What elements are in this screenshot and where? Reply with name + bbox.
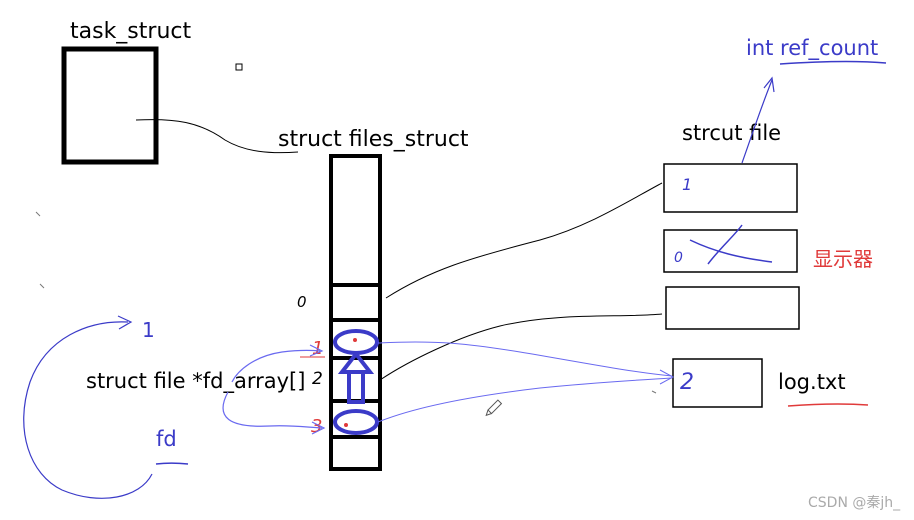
- fd0-to-file-line: [385, 182, 663, 299]
- files-struct-label: struct files_struct: [278, 127, 469, 152]
- fd-array-label: struct file *fd_array[]: [86, 369, 305, 394]
- ref-count-arrow: [741, 79, 773, 164]
- fd-loop-arrowhead: [117, 315, 133, 330]
- ref-count-value: 1: [682, 175, 692, 194]
- fd3-pointer-arrow: [222, 391, 323, 429]
- red-dot: [353, 338, 357, 342]
- display-label: 显示器: [813, 247, 873, 271]
- struct-file-label: strcut file: [682, 121, 781, 145]
- fd3-to-log-line: [377, 377, 673, 423]
- cell-index-0: 0: [297, 293, 307, 311]
- ref-count-arrowhead: [763, 76, 775, 93]
- fd3-pointer-arrowhead: [311, 421, 326, 435]
- fd-label: fd: [156, 427, 177, 451]
- fd-array-column: [329, 154, 382, 471]
- ref-count-value: 0: [674, 250, 683, 266]
- stray-mark: [35, 211, 41, 217]
- task-struct-label: task_struct: [70, 19, 191, 44]
- watermark: CSDN @秦jh_: [808, 495, 901, 511]
- fd2-to-file-line: [379, 313, 663, 381]
- struct-file-box-3: [665, 286, 800, 330]
- fd3-highlight-oval: [333, 409, 379, 435]
- cross-out-mark: [689, 224, 773, 265]
- small-square-marker: [235, 63, 243, 71]
- cell-index-3: 3: [311, 416, 322, 437]
- fd-index-label: 1: [142, 318, 155, 342]
- red-dot: [344, 423, 348, 427]
- log-txt-underline: [787, 403, 869, 407]
- fd1-pointer-arrow: [231, 349, 321, 383]
- log-txt-label: log.txt: [778, 370, 846, 394]
- pencil-icon: [485, 399, 503, 417]
- ref-count-underline: [779, 60, 887, 65]
- fd1-highlight-oval: [333, 329, 379, 355]
- stray-mark: [39, 283, 45, 289]
- fd-loop-curve: [23, 321, 153, 499]
- task-struct-box: [61, 46, 159, 165]
- cell-index-2: 2: [312, 369, 323, 389]
- struct-file-box-display: [663, 229, 798, 273]
- ref-count-value: 2: [680, 370, 694, 395]
- fd1-pointer-arrowhead: [309, 344, 324, 357]
- fd-array-outer: [329, 154, 382, 471]
- fd-underline: [155, 462, 189, 465]
- stray-mark: [651, 390, 657, 394]
- dup-up-arrow: [337, 350, 375, 404]
- ref-count-label: int ref_count: [746, 36, 878, 61]
- struct-file-box-1: [663, 163, 798, 213]
- log-arrowhead: [659, 369, 675, 385]
- struct-file-box-log: [672, 358, 763, 408]
- task-to-files-line: [135, 119, 299, 154]
- fd1-to-log-line: [377, 341, 673, 377]
